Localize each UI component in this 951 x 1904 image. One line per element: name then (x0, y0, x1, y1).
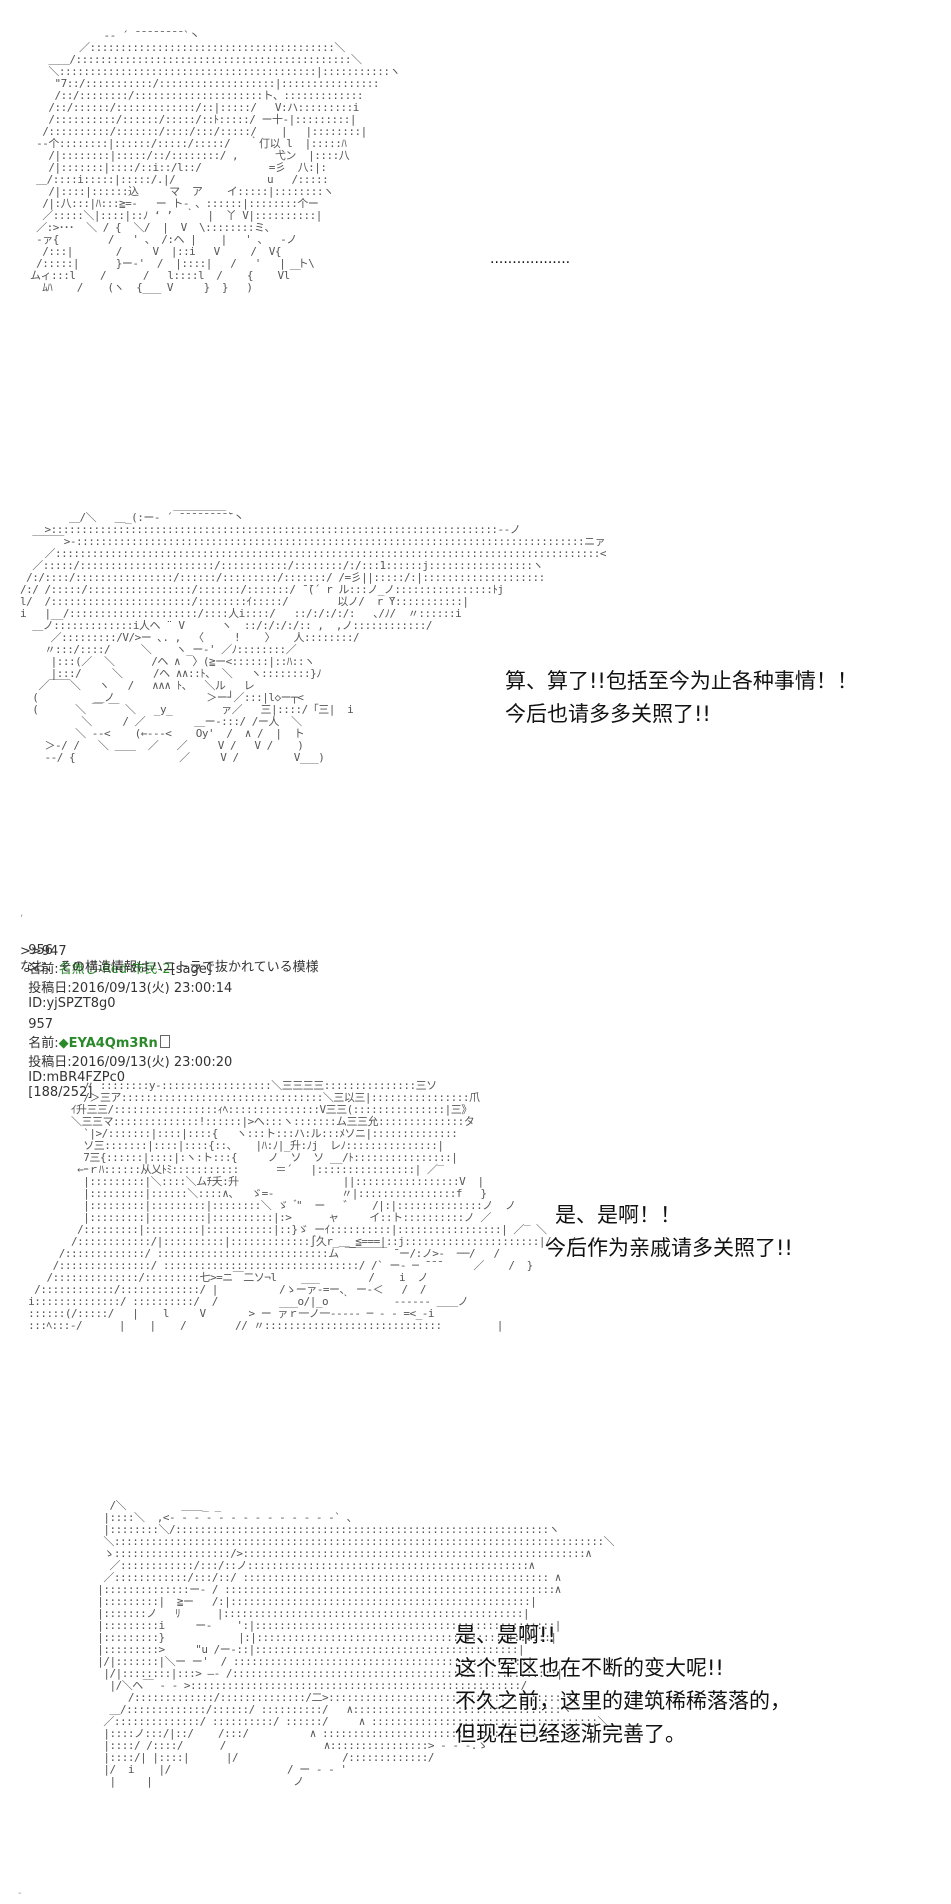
date-label: 投稿日: (28, 981, 72, 996)
post-text: なお、その構造情報はハニトラで抜かれている模様 (20, 960, 319, 975)
dialog-line: 今后作为亲戚请多关照了!! (545, 1236, 793, 1260)
reply-link[interactable]: >>947 (20, 944, 67, 959)
ascii-art-character-1: -‐ ´ ̄ ̄ ̄ ̄ ̄ ̄ ̄ ̄ `丶 ／:::::::::::::::… (30, 29, 401, 294)
unknown-glyph-icon (159, 1035, 170, 1048)
post-date: 2016/09/13(火) 23:00:14 (71, 981, 233, 996)
panel-4: /＼ ＿＿_ _ |::::＼ ,<‐ ‐ ‐ ‐ ‐ ‐ ‐ ‐ ‐ ‐ ‐ … (0, 1500, 951, 1890)
panel-1: -‐ ´ ̄ ̄ ̄ ̄ ̄ ̄ ̄ ̄ `丶 ／:::::::::::::::… (0, 0, 951, 420)
dialog-line: 不久之前，这里的建筑稀稀落落的， (455, 1689, 791, 1713)
dialog-line: 今后也请多多关照了!! (505, 702, 711, 726)
ascii-art-character-4: /＼ ＿＿_ _ |::::＼ ,<‐ ‐ ‐ ‐ ‐ ‐ ‐ ‐ ‐ ‐ ‐ … (97, 1499, 615, 1788)
post-header-956: 956 名前:名無し-Red-市民-2[sage] 投稿日:2016/09/13… (20, 928, 232, 1011)
panel-3: 〃 ::::::::y-::::::::::::::::::＼三三三三:::::… (0, 1080, 951, 1440)
post-id: ID:yjSPZT8g0 (28, 996, 116, 1011)
post-header-957: 957 名前:◆EYA4Qm3Rn 投稿日:2016/09/13(火) 23:0… (20, 1002, 232, 1100)
dialog-line: 算、算了!!包括至今为止各种事情！！ (505, 669, 858, 693)
divider-mark: , (20, 908, 24, 919)
dialog-line: 是、是啊！！ (555, 1203, 681, 1227)
post-number: 956 (28, 943, 54, 958)
poster-name[interactable]: 名無し-Red-市民-2 (58, 962, 171, 977)
post-id: ID:mBR4FZPc0 (28, 1070, 126, 1085)
panel-2: ＿＿＿＿＿ ＿/＼ ＿_(:ー‐ ´ ̄ ̄ ̄ ̄ ̄ ̄ ̄ ̄ ̄`丶 >… (0, 500, 951, 900)
post-count: [188/252] (28, 1085, 93, 1100)
ascii-art-character-3: 〃 ::::::::y-::::::::::::::::::＼三三三三:::::… (28, 1079, 599, 1332)
sage-label: [sage] (170, 962, 212, 977)
name-label: 名前: (28, 1036, 59, 1051)
poster-name[interactable]: ◆EYA4Qm3Rn (58, 1036, 158, 1051)
name-label: 名前: (28, 962, 59, 977)
dialog-line: 这个军区也在不断的变大呢!! (455, 1656, 724, 1680)
post-body-956: >>947 なお、その構造情報はハニトラで抜かれている模様 (20, 944, 319, 976)
dialog-line: .................. (490, 251, 571, 267)
date-label: 投稿日: (28, 1055, 72, 1070)
post-date: 2016/09/13(火) 23:00:20 (71, 1055, 233, 1070)
ascii-art-character-2: ＿＿＿＿＿ ＿/＼ ＿_(:ー‐ ´ ̄ ̄ ̄ ̄ ̄ ̄ ̄ ̄ ̄`丶 >… (20, 499, 607, 764)
dialog-line: 但现在已经逐渐完善了。 (455, 1722, 686, 1746)
divider-mark: - (18, 1888, 22, 1899)
post-number: 957 (28, 1017, 54, 1032)
dialog-line: 是、是啊!! (455, 1623, 556, 1647)
